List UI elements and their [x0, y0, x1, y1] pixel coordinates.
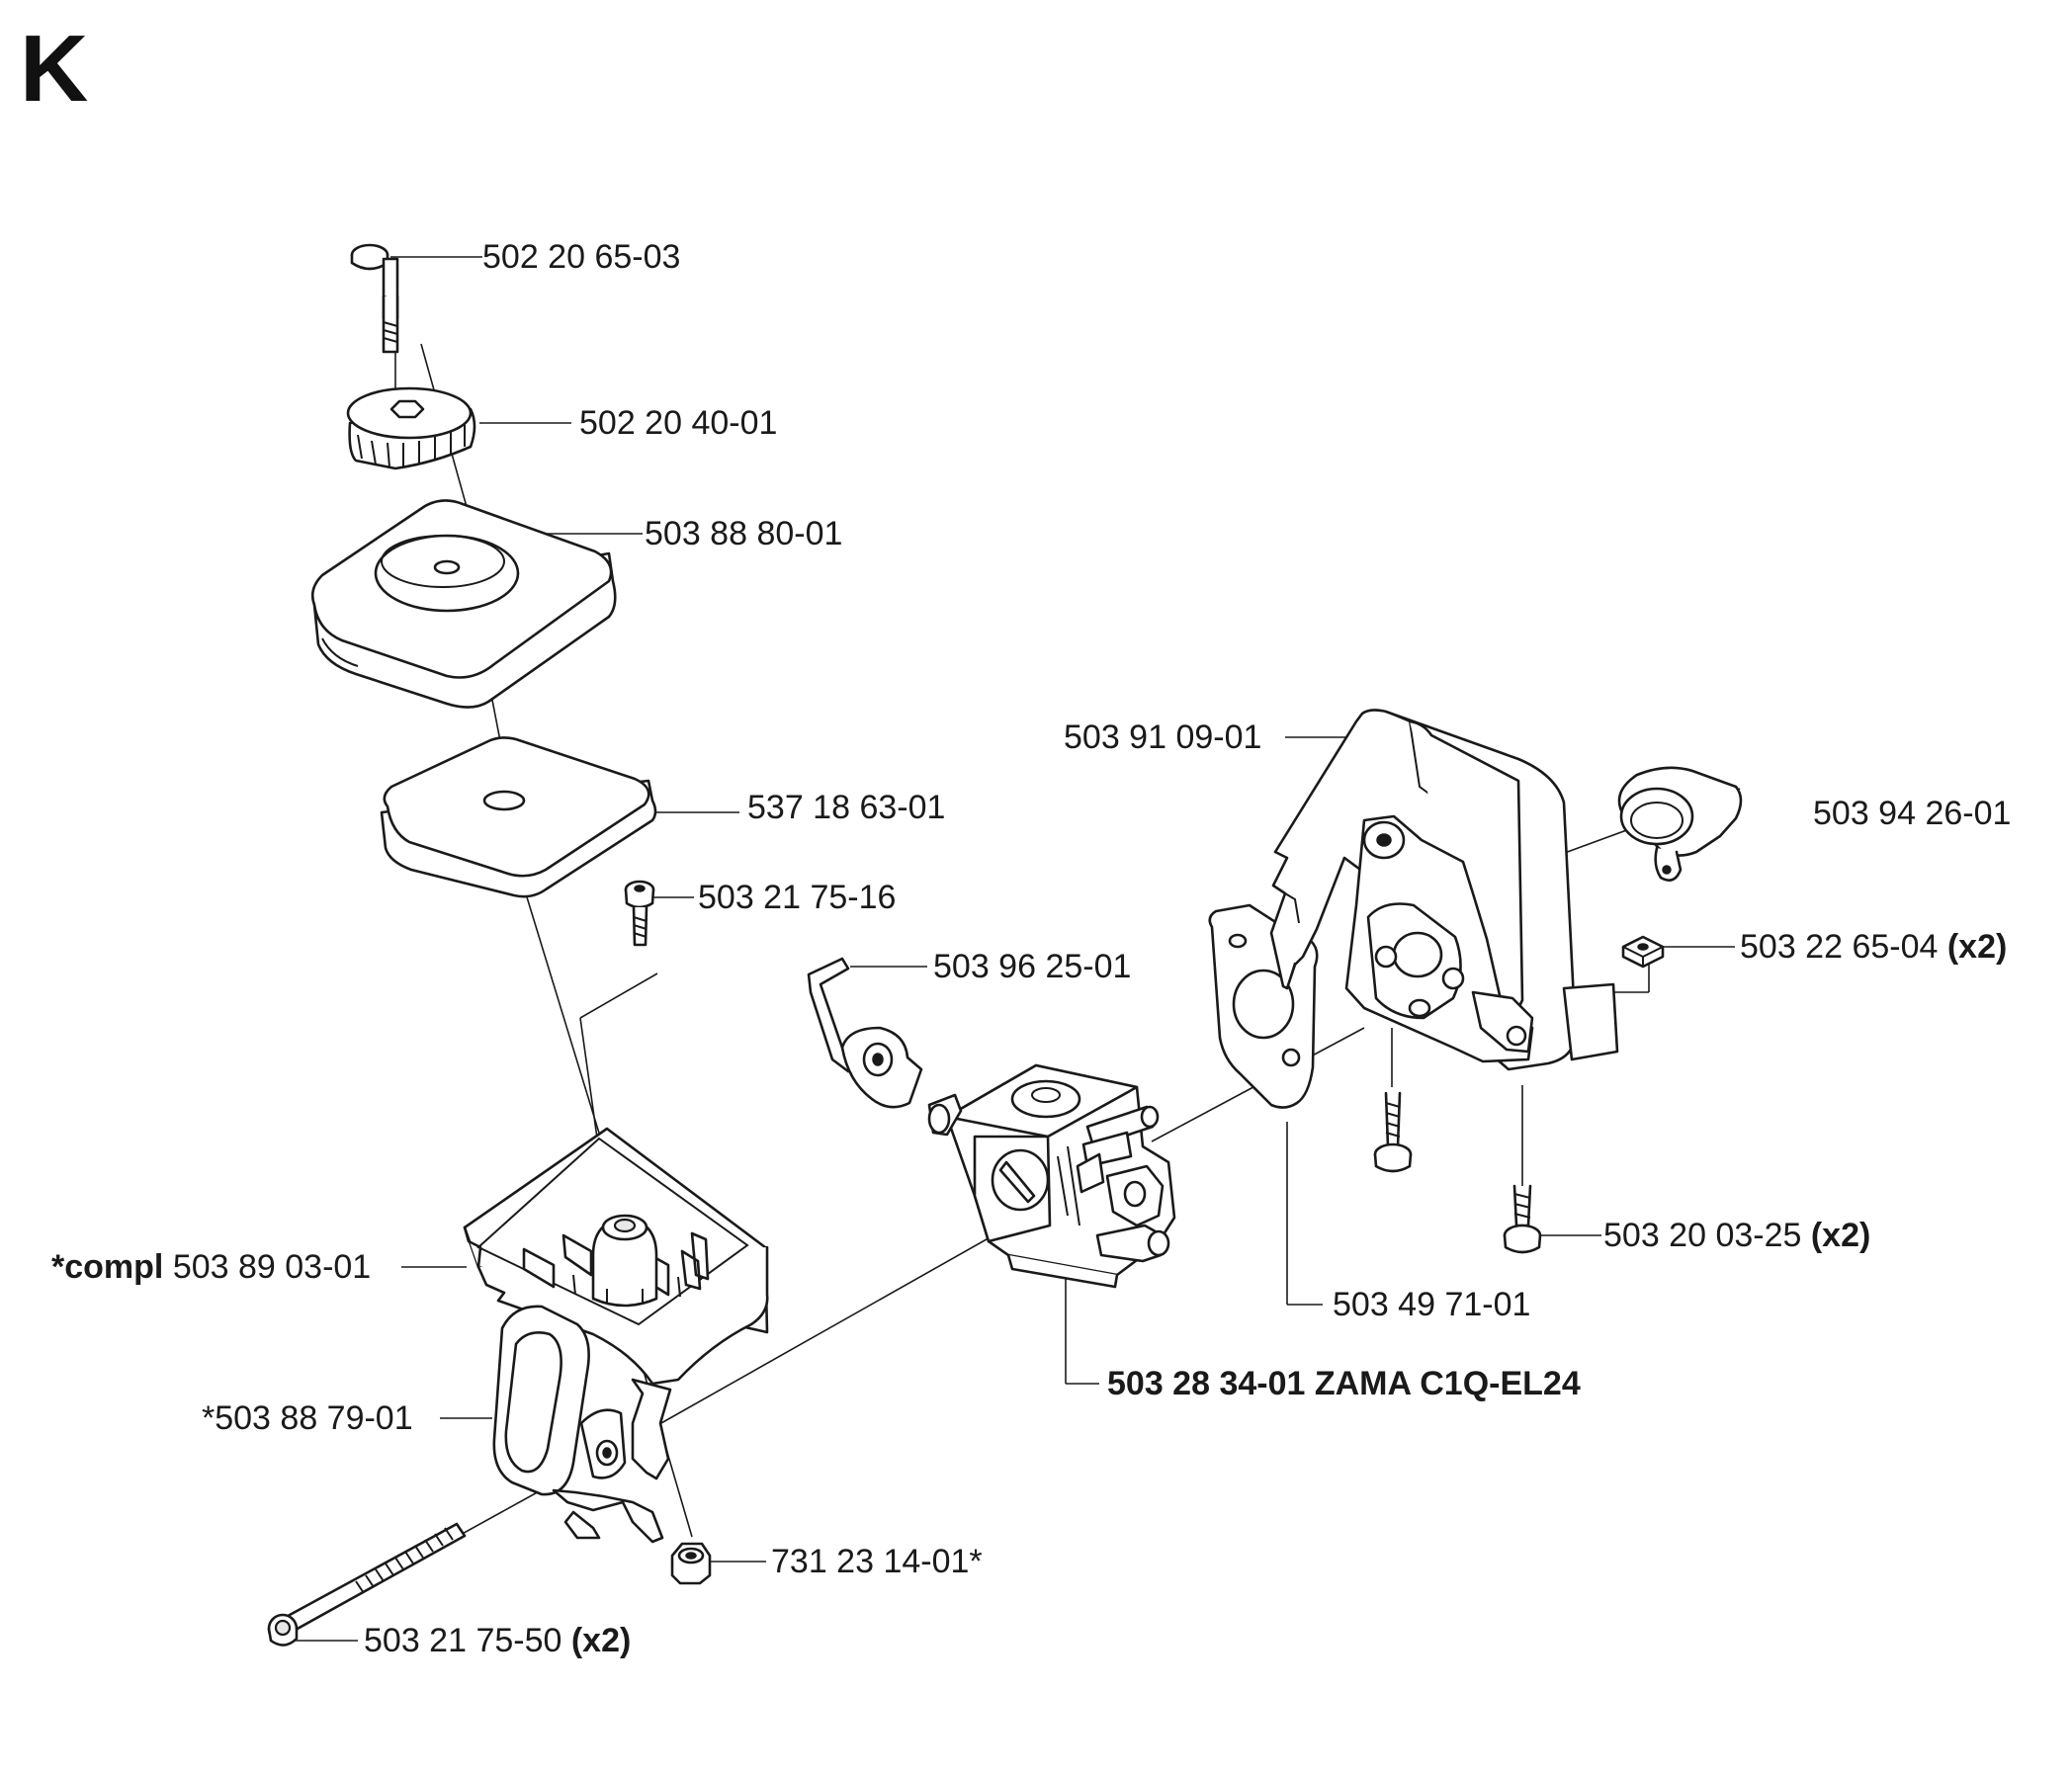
filter-element-part: [380, 736, 657, 898]
label-filter-element: 537 18 63-01: [747, 789, 946, 826]
label-filter-cover: 503 88 80-01: [645, 515, 843, 552]
small-screw-part: [624, 880, 655, 947]
long-screw-part: [267, 1522, 467, 1647]
label-knob: 502 20 40-01: [579, 404, 778, 442]
label-carburetor: 503 28 34-01 ZAMA C1Q-EL24: [1107, 1365, 1581, 1402]
label-rubber-sleeve: 503 94 26-01: [1813, 795, 2012, 832]
bolt-top-part: [350, 243, 399, 354]
filter-housing-part: [463, 1127, 769, 1480]
label-intake-bracket: 503 91 09-01: [1064, 718, 1262, 756]
label-choke-lever: 503 96 25-01: [933, 948, 1132, 985]
label-long-screw-qty: (x2): [570, 1622, 632, 1659]
label-filter-housing: *compl 503 89 03-01: [51, 1250, 371, 1284]
label-filter-housing-number: 503 89 03-01: [172, 1248, 372, 1286]
square-nut-part: [1621, 935, 1665, 969]
section-letter: K: [20, 16, 89, 122]
label-gasket: 503 49 71-01: [1333, 1286, 1531, 1323]
carburetor-part: [927, 1063, 1176, 1289]
intake-bracket-part: [1269, 709, 1619, 1071]
label-long-screw-number: 503 21 75-50: [364, 1622, 562, 1659]
rubber-sleeve-part: [1617, 766, 1743, 882]
label-bracket-screw-number: 503 20 03-25: [1603, 1217, 1802, 1254]
choke-lever-part: [807, 957, 923, 1109]
label-filter-housing-prefix: *compl: [51, 1248, 164, 1286]
knob-part: [346, 386, 476, 470]
label-bracket-screw: 503 20 03-25 (x2): [1603, 1219, 1870, 1252]
label-square-nut-qty: (x2): [1946, 928, 2008, 966]
filter-cover-part: [310, 499, 617, 709]
label-nut: 731 23 14-01*: [771, 1543, 983, 1580]
label-square-nut-number: 503 22 65-04: [1740, 928, 1939, 966]
handle-pad-part: [492, 1305, 664, 1544]
label-bolt-top: 502 20 65-03: [482, 238, 681, 276]
label-long-screw: 503 21 75-50 (x2): [364, 1624, 631, 1657]
nut-part: [670, 1542, 712, 1585]
label-square-nut: 503 22 65-04 (x2): [1740, 930, 2007, 964]
label-bracket-screw-qty: (x2): [1810, 1217, 1871, 1254]
label-handle-pad: *503 88 79-01: [202, 1399, 413, 1437]
label-small-screw: 503 21 75-16: [698, 879, 897, 916]
bracket-screws-part: [1373, 1091, 1542, 1254]
